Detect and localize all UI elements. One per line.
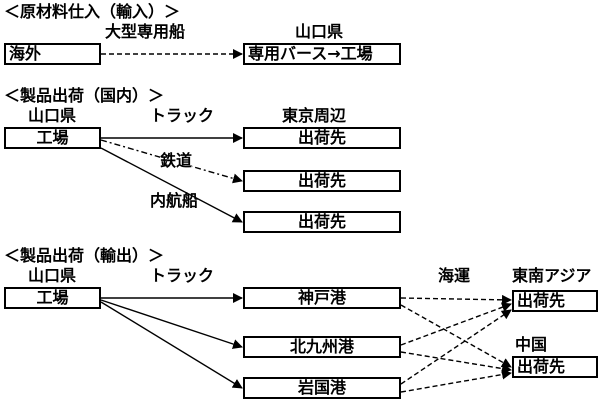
domestic-origin-region: 山口県 [28,106,77,125]
origin-overseas-box: 海外 [4,43,101,65]
domestic-rail-label: 鉄道 [160,151,193,170]
port-kitakyushu-box: 北九州港 [243,336,401,358]
sea-iwakuni-sea-arrow [400,309,512,385]
dest-berth-factory-box: 専用バース→工場 [243,43,401,65]
sea-iwakuni-china-arrow [400,369,512,393]
export-dest-china-box: 出荷先 [512,356,598,378]
domestic-dest-box-3: 出荷先 [243,211,401,233]
port-iwakuni-box: 岩国港 [243,377,401,399]
coastal-ship-arrow [100,147,243,223]
export-dest-region-sea: 東南アジア [512,266,592,285]
export-truck-label: トラック [150,266,215,285]
truck-kitakyushu-arrow [100,299,243,349]
domestic-factory-box: 工場 [4,127,101,149]
domestic-truck-label: トラック [150,106,215,125]
import-dest-region: 山口県 [295,22,344,41]
export-factory-box: 工場 [4,287,101,309]
domestic-dest-region: 東京周辺 [282,106,347,125]
domestic-dest-box-1: 出荷先 [243,127,401,149]
sea-kitakyushu-sea-arrow [400,302,512,346]
export-origin-region: 山口県 [28,266,77,285]
port-kobe-box: 神戸港 [243,287,401,309]
sea-kobe-china-arrow [400,304,512,368]
truck-iwakuni-arrow [100,301,243,389]
sea-kobe-sea-arrow [400,294,512,305]
export-dest-sea-box: 出荷先 [512,290,598,312]
import-title: ＜原材料仕入（輸入）＞ [4,2,181,21]
sea-kitakyushu-china-arrow [400,351,512,374]
export-dest-region-china: 中国 [515,335,548,354]
domestic-title: ＜製品出荷（国内）＞ [4,86,165,105]
import-mode-label: 大型専用船 [105,22,186,41]
domestic-dest-box-2: 出荷先 [243,170,401,192]
export-title: ＜製品出荷（輸出）＞ [4,246,165,265]
domestic-ship-label: 内航船 [150,191,199,210]
export-sea-label: 海運 [438,266,471,285]
